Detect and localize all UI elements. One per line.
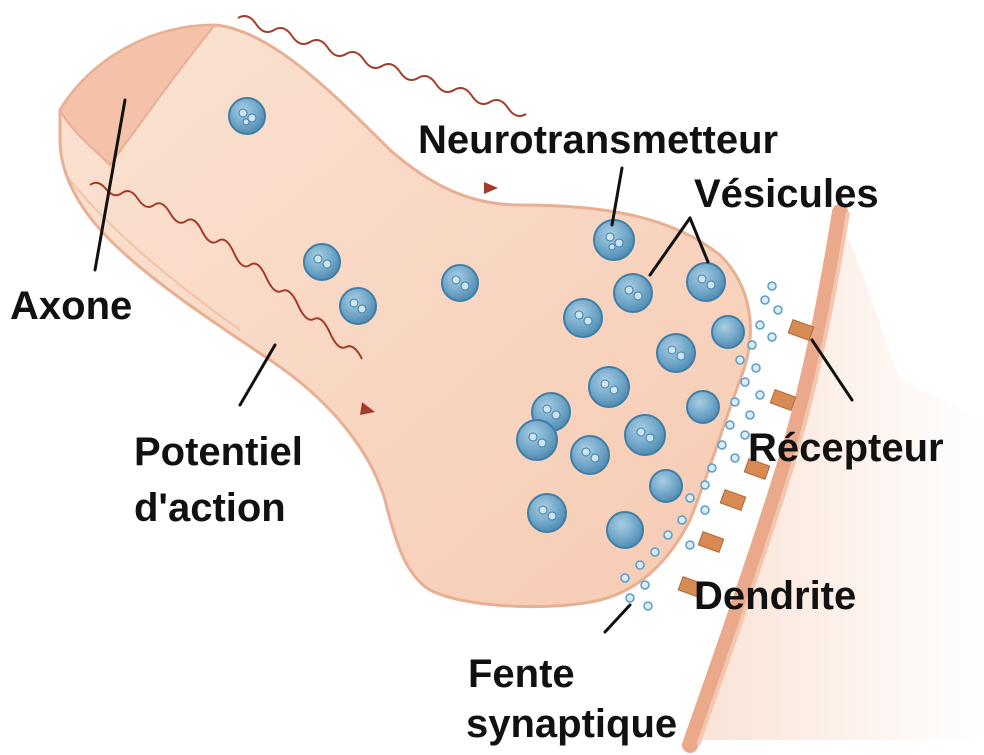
label-action-potential-line1: Potentiel (134, 428, 303, 476)
vesicle (594, 220, 634, 260)
label-receptor: Récepteur (748, 424, 944, 472)
vesicle (614, 274, 652, 312)
fusing-vesicle (687, 391, 719, 423)
vesicle (625, 415, 665, 455)
leader-cleft (605, 605, 630, 632)
receptor-2 (770, 390, 795, 411)
label-axon: Axone (10, 282, 132, 330)
vesicle (589, 367, 629, 407)
receptor-4 (720, 490, 745, 511)
label-synaptic-cleft-line2: synaptique (466, 700, 677, 748)
label-dendrite: Dendrite (694, 572, 856, 620)
receptor-5 (698, 532, 723, 553)
vesicle (571, 436, 609, 474)
fusing-vesicle (650, 470, 682, 502)
vesicle (687, 263, 725, 301)
label-synaptic-cleft-line1: Fente (468, 650, 575, 698)
vesicle (564, 299, 602, 337)
fusing-vesicle (712, 316, 744, 348)
label-vesicles: Vésicules (694, 170, 879, 218)
vesicle (304, 244, 340, 280)
wave-upper-arrowhead (484, 182, 498, 194)
vesicle (528, 494, 566, 532)
leader-action-potential (240, 345, 275, 405)
label-neurotransmitter: Neurotransmetteur (418, 116, 778, 164)
receptor-1 (788, 320, 813, 341)
fusing-vesicle (607, 512, 643, 548)
vesicle (657, 334, 695, 372)
vesicle (340, 288, 376, 324)
vesicle (442, 265, 478, 301)
vesicle (229, 98, 265, 134)
vesicle (517, 420, 557, 460)
label-action-potential-line2: d'action (134, 484, 286, 532)
